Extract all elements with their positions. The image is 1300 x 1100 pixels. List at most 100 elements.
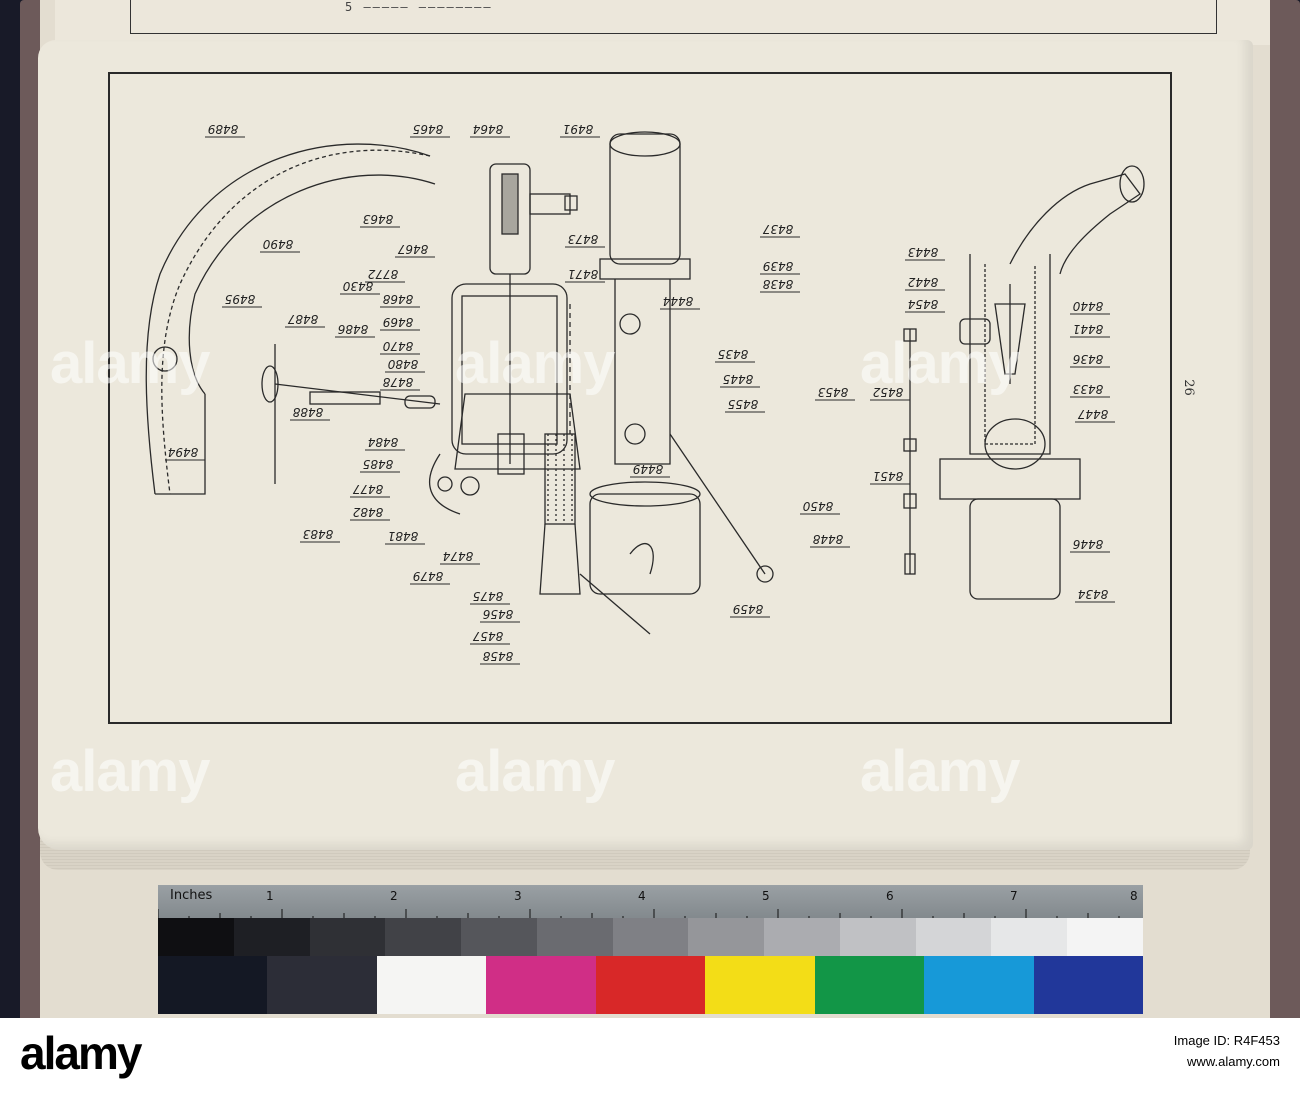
part-number-label: 8489 xyxy=(208,122,239,136)
part-number-label: 8444 xyxy=(663,294,694,308)
part-number-label: 8468 xyxy=(382,292,413,306)
gray-swatch xyxy=(1067,918,1143,956)
part-number-label: 8448 xyxy=(812,532,843,546)
ruler-number: 6 xyxy=(886,889,894,903)
gray-swatch xyxy=(839,918,916,956)
gray-swatch xyxy=(233,918,310,956)
part-number-label: 8463 xyxy=(363,212,394,226)
color-swatch xyxy=(924,956,1034,1014)
watermark: alamy xyxy=(860,739,1020,804)
part-number-label: 8452 xyxy=(873,385,904,399)
ruler-number: 7 xyxy=(1010,889,1018,903)
gray-swatch xyxy=(688,918,765,956)
color-swatch xyxy=(376,956,487,1014)
inch-ruler: Inches 1 2 3 4 5 6 7 8 xyxy=(158,885,1143,923)
part-number-label: 8454 xyxy=(908,297,939,311)
color-target xyxy=(158,956,1143,1014)
previous-page-frame xyxy=(130,0,1217,34)
part-number-label: 8490 xyxy=(262,237,293,251)
part-number-label: 8442 xyxy=(908,275,939,289)
part-number-label: 8436 xyxy=(1072,352,1103,366)
ruler-number: 4 xyxy=(638,889,646,903)
part-number-label: 8482 xyxy=(353,505,384,519)
gray-swatch xyxy=(385,918,462,956)
part-number-label: 8455 xyxy=(728,397,759,411)
part-number-label: 8441 xyxy=(1073,322,1104,336)
gray-swatch xyxy=(158,918,234,956)
part-number-label: 8488 xyxy=(292,405,323,419)
part-number-label: 8477 xyxy=(352,482,383,496)
part-number-label: 8447 xyxy=(1077,407,1108,421)
part-number-label: 8471 xyxy=(568,267,599,281)
color-swatch xyxy=(267,956,377,1014)
part-number-label: 8495 xyxy=(225,292,256,306)
part-number-label: 8445 xyxy=(723,372,754,386)
part-number-label: 8491 xyxy=(563,122,594,136)
part-number-label: 8437 xyxy=(762,222,793,236)
color-swatch xyxy=(158,956,268,1014)
previous-page-top: 5 ————— ———————— xyxy=(55,0,1270,45)
ruler-number: 2 xyxy=(390,889,398,903)
color-swatch xyxy=(486,956,596,1014)
part-number-label: 8457 xyxy=(472,629,503,643)
part-number-label: 8487 xyxy=(287,312,318,326)
color-swatch xyxy=(705,956,815,1014)
part-number-label: 8440 xyxy=(1072,299,1103,313)
part-number-label: 8465 xyxy=(413,122,444,136)
gray-swatch xyxy=(991,918,1068,956)
drawing-linework xyxy=(145,131,1145,635)
part-number-label: 8478 xyxy=(382,375,413,389)
part-number-label: 8433 xyxy=(1073,382,1104,396)
part-number-label: 8458 xyxy=(482,649,513,663)
part-number-label: 8439 xyxy=(763,259,794,273)
ruler-number: 5 xyxy=(762,889,770,903)
part-number-label: 8469 xyxy=(383,315,414,329)
part-number-label: 8480 xyxy=(387,357,418,371)
part-number-label: 8475 xyxy=(473,589,504,603)
part-number-label: 8443 xyxy=(908,245,939,259)
part-number-label: 8481 xyxy=(388,529,419,543)
gray-swatch xyxy=(309,918,386,956)
footer-logo: alamy xyxy=(20,1027,142,1079)
ruler-unit-label: Inches xyxy=(170,888,213,903)
ruler-number: 8 xyxy=(1130,889,1138,903)
part-number-label: 8451 xyxy=(873,469,904,483)
part-number-label: 8473 xyxy=(568,232,599,246)
color-swatch xyxy=(1033,956,1143,1014)
watermark: alamy xyxy=(860,331,1020,396)
color-swatch xyxy=(595,956,706,1014)
part-number-label: 8438 xyxy=(762,277,793,291)
gray-swatch xyxy=(612,918,689,956)
color-swatch xyxy=(814,956,925,1014)
gray-swatch xyxy=(536,918,613,956)
part-number-label: 8456 xyxy=(482,607,513,621)
gray-swatch xyxy=(461,918,537,956)
ruler-number: 1 xyxy=(266,889,274,903)
part-number-label: 8483 xyxy=(303,527,334,541)
part-number-label: 8479 xyxy=(413,569,444,583)
part-number-label: 8459 xyxy=(733,602,764,616)
part-number-label: 8470 xyxy=(382,339,413,353)
watermark: alamy xyxy=(50,739,210,804)
part-number-label: 8446 xyxy=(1072,537,1103,551)
image-id: Image ID: R4F453 xyxy=(1173,1033,1280,1048)
page-number: 26 xyxy=(1180,379,1196,396)
grayscale-target xyxy=(158,918,1143,956)
part-number-label: 8486 xyxy=(337,322,368,336)
watermark: alamy xyxy=(455,739,615,804)
leader-lines xyxy=(165,136,1115,665)
part-number-label: 8467 xyxy=(397,242,428,256)
watermark: alamy xyxy=(50,331,210,396)
gray-swatch xyxy=(764,918,840,956)
part-number-label: 8435 xyxy=(718,347,749,361)
part-number-label: 8434 xyxy=(1078,587,1109,601)
gray-swatch xyxy=(915,918,992,956)
part-number-label: 8494 xyxy=(168,445,199,459)
previous-page-text: 5 ————— ———————— xyxy=(345,0,493,14)
footer-meta: Image ID: R4F453 www.alamy.com xyxy=(1050,1030,1280,1072)
part-number-label: 8484 xyxy=(368,435,399,449)
part-number-label: 8474 xyxy=(443,549,474,563)
technical-drawing: 8489846584648491846384678490877284308468… xyxy=(145,122,1145,665)
